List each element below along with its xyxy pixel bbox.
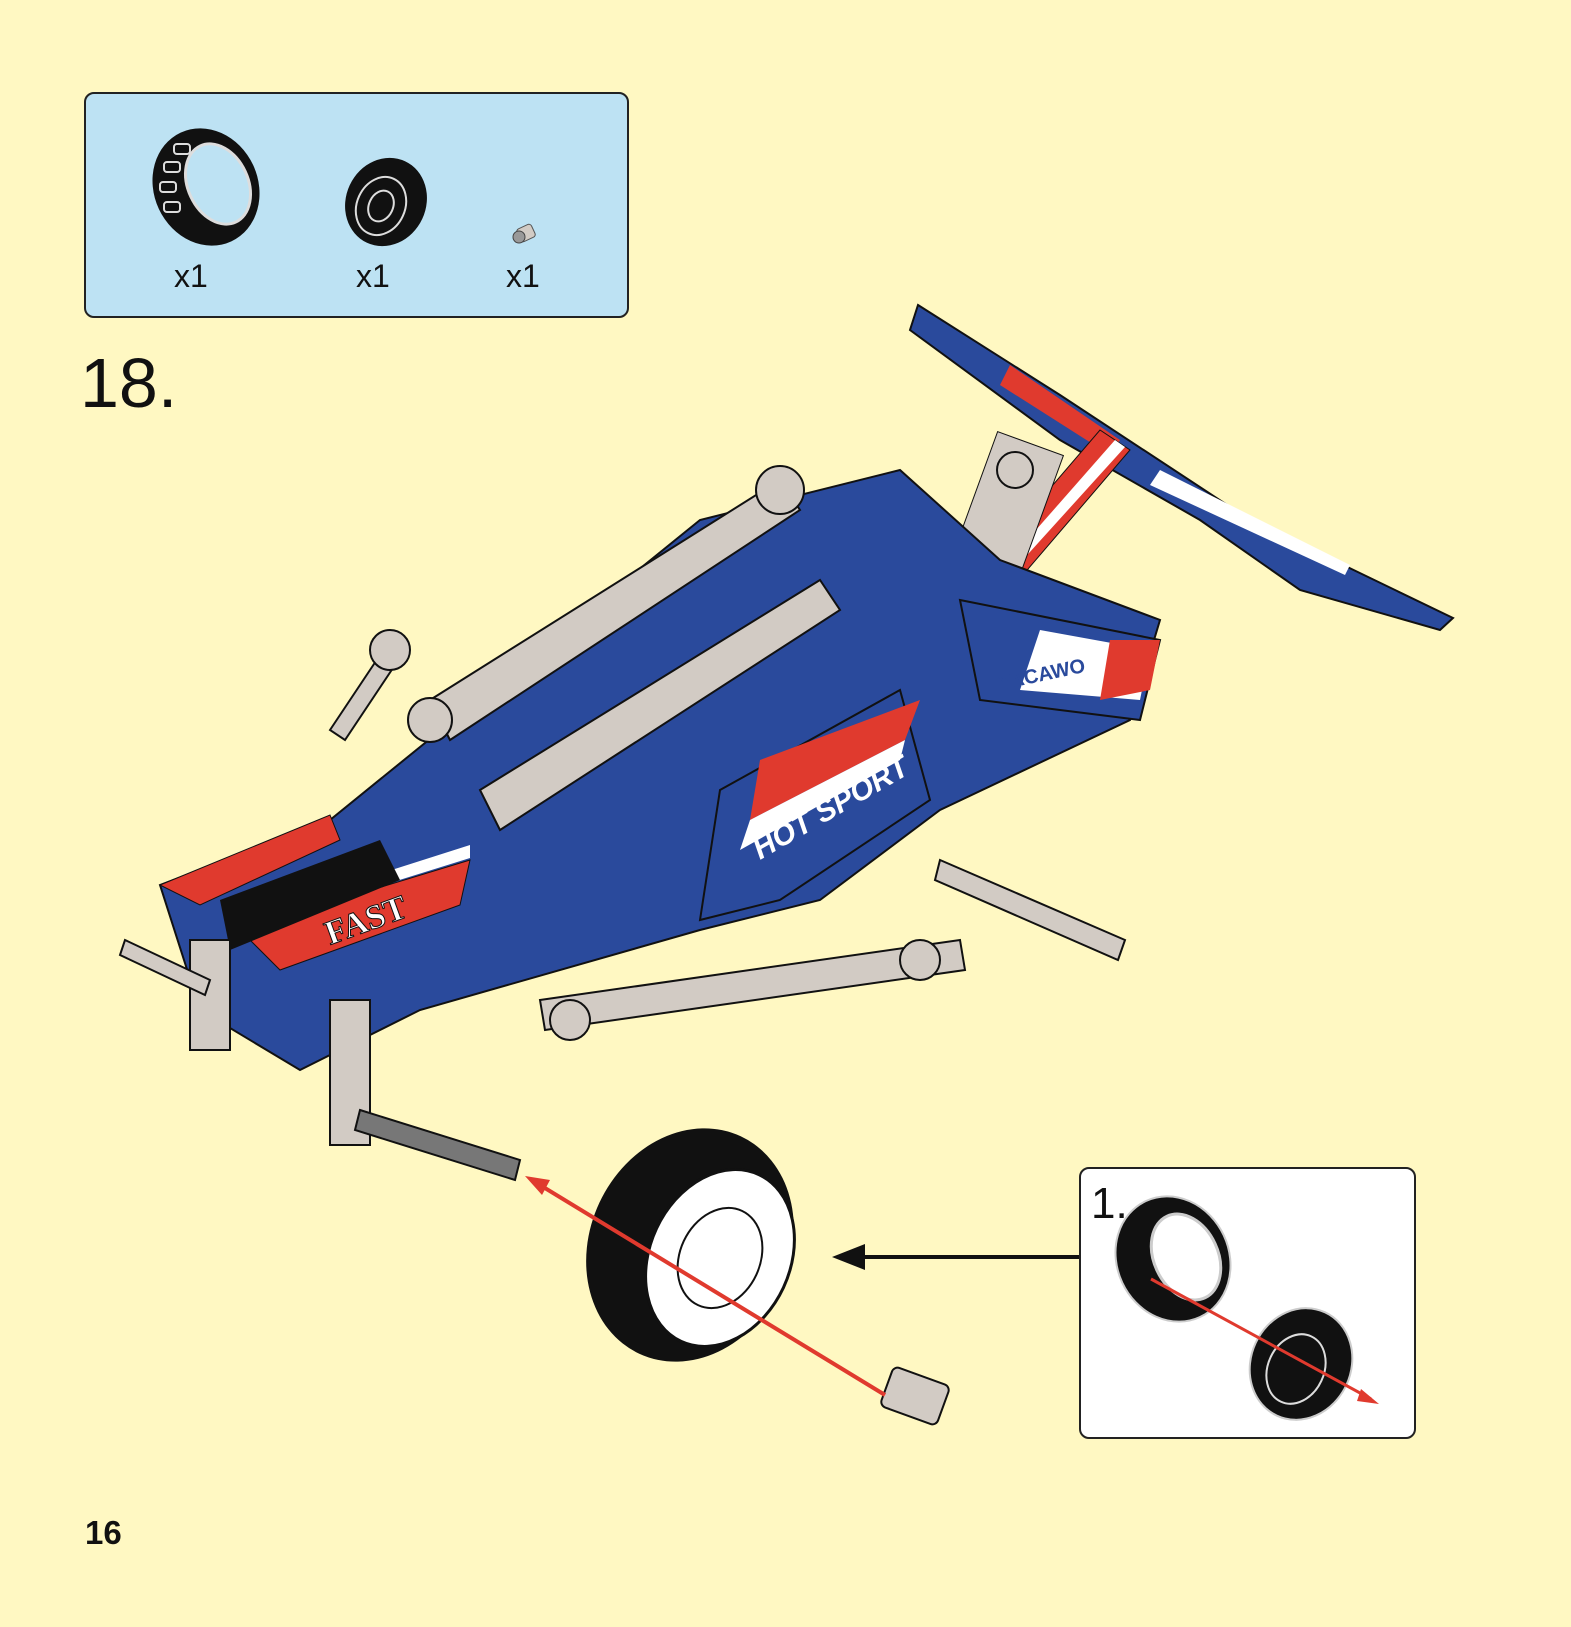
bush-part-icon — [512, 223, 536, 244]
sub-assembly-illustration — [1114, 1195, 1379, 1421]
rear-wing — [908, 303, 1455, 632]
rim-part-icon — [345, 157, 427, 247]
bush-piece — [880, 1366, 950, 1426]
arrow-head-red — [525, 1176, 550, 1195]
rim-quantity: x1 — [356, 258, 390, 294]
parts-list-box: x1 x1 x1 — [84, 92, 629, 318]
page-number: 16 — [85, 1514, 122, 1551]
wheel-assembly — [586, 1128, 796, 1362]
callout-arrow-head — [832, 1244, 865, 1270]
assembly-arrow-red — [533, 1180, 887, 1397]
sub-step-number: 1. — [1091, 1179, 1128, 1228]
sub-assembly-box: 1. — [1079, 1167, 1416, 1439]
step-number: 18. — [80, 344, 178, 422]
tire-part-icon — [152, 128, 260, 246]
bush-quantity: x1 — [506, 258, 540, 294]
grey-frame — [118, 451, 1127, 1146]
car-body: FAST HOT SPORT YACAWO — [158, 468, 1162, 1072]
axle — [353, 1108, 522, 1182]
tire-quantity: x1 — [174, 258, 208, 294]
